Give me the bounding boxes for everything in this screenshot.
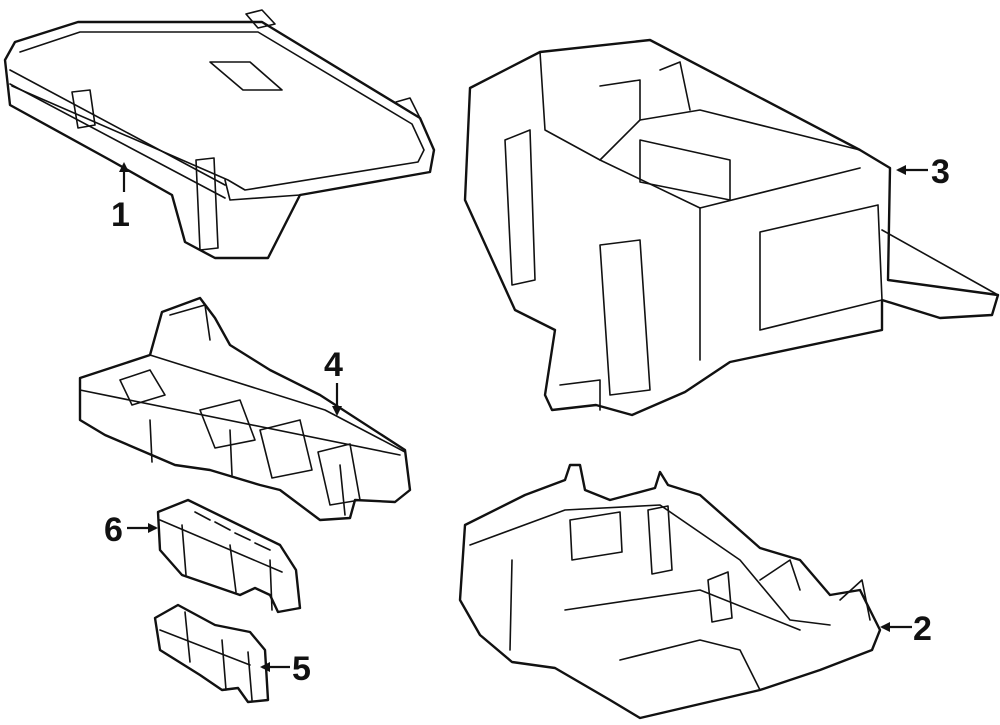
callout-labels: 1 2 3 4 5 6 — [104, 153, 950, 688]
part-1-cover — [3, 9, 436, 260]
callout-1: 1 — [111, 196, 130, 234]
part-4-relay-block — [78, 296, 412, 522]
leader-lines — [119, 162, 928, 672]
part-5-small-relay — [153, 603, 270, 704]
callout-3: 3 — [931, 153, 950, 191]
part-6-relay — [156, 498, 302, 614]
callout-4: 4 — [324, 346, 343, 384]
callout-5: 5 — [292, 650, 311, 688]
part-3-fuse-box-body — [463, 38, 1000, 417]
part-2-lower-case — [458, 463, 882, 720]
callout-2: 2 — [913, 610, 932, 648]
callout-6: 6 — [104, 511, 123, 549]
